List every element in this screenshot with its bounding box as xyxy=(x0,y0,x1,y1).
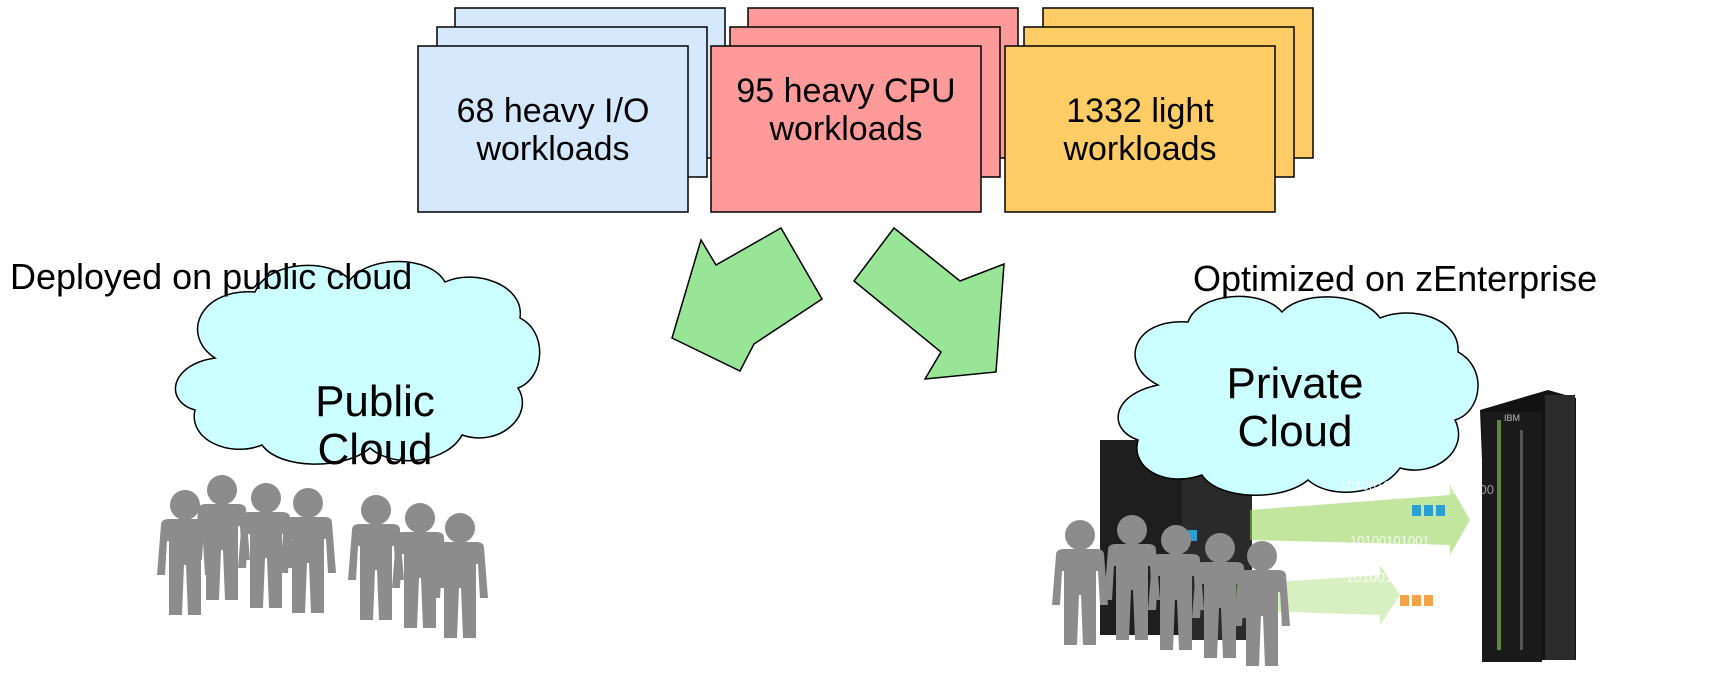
workload-label-cpu: 95 heavy CPU workloads xyxy=(711,72,981,148)
private-cloud-line2: Cloud xyxy=(1237,407,1353,456)
private-cloud-line1: Private xyxy=(1226,359,1364,408)
binary-row: 10100100101001 xyxy=(1346,569,1456,585)
right-caption: Optimized on zEnterprise xyxy=(1193,258,1598,299)
arrow-down-left-icon xyxy=(671,226,824,372)
brand-label: IBM xyxy=(1504,413,1521,423)
workload-count-cpu: 95 heavy CPU xyxy=(736,72,956,110)
workload-count-light: 1332 light xyxy=(1066,92,1214,130)
workload-count-io: 68 heavy I/O xyxy=(456,92,650,130)
workload-unit-cpu: workloads xyxy=(769,110,923,148)
workload-stack-cpu xyxy=(710,7,1019,213)
workload-label-light: 1332 light workloads xyxy=(1005,92,1275,168)
public-cloud-label: Public Cloud xyxy=(275,378,475,474)
workload-unit-light: workloads xyxy=(1063,130,1217,168)
workload-unit-io: workloads xyxy=(476,130,630,168)
binary-row: 1010010010100 xyxy=(1400,482,1494,497)
workload-label-io: 68 heavy I/O workloads xyxy=(418,92,688,168)
private-cloud-label: Private Cloud xyxy=(1195,360,1395,456)
left-caption: Deployed on public cloud xyxy=(10,256,413,297)
cloud-icon xyxy=(174,260,541,465)
people-group-left xyxy=(157,475,488,638)
workload-stack-light xyxy=(1004,7,1314,213)
cloud-icon xyxy=(1117,295,1479,496)
arrow-down-right-icon xyxy=(852,226,1005,380)
binary-row: 10100100 xyxy=(1340,478,1398,493)
public-cloud-line2: Cloud xyxy=(317,425,433,474)
workload-stack-io xyxy=(417,7,726,213)
binary-row: 10100101001 xyxy=(1350,533,1430,548)
public-cloud-line1: Public xyxy=(315,377,435,426)
